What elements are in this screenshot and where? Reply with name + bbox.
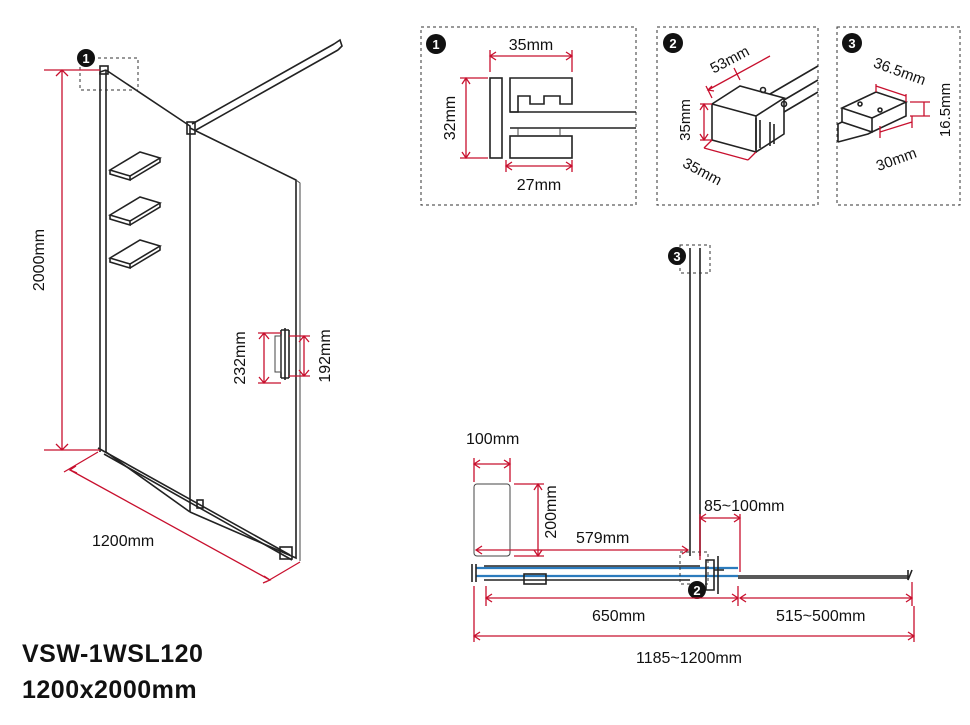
opening-label: 515~500mm [776,608,865,625]
handle-inner-dimension-label: 192mm [317,329,334,382]
detail2-bottom-label: 35mm [680,155,725,190]
badge-1-icon [426,34,446,54]
svg-text:3: 3 [848,36,855,51]
width-dimension-label: 1200mm [92,533,154,550]
svg-text:2: 2 [693,583,700,598]
perspective-view: 2000mm 1200mm 232mm 192mm 1 [31,38,343,584]
handle-outer-dimension-label: 232mm [232,331,249,384]
model-name: VSW-1WSL120 [22,640,204,668]
badge-3-icon [842,33,862,53]
detail2-left-label: 35mm [677,99,694,141]
badge-1-icon [77,49,95,67]
door-offset-label: 579mm [576,530,629,547]
door-handle [274,328,290,380]
plan-view: 3 2 100mm 200mm 579mm 85~100mm 650mm 515… [466,244,916,667]
detail3-bottom-label: 30mm [874,145,919,175]
detail-2-clamp: 2 53mm 35mm 35mm [656,26,819,206]
detail1-top-label: 35mm [509,37,553,54]
svg-text:1: 1 [432,37,439,52]
bar-range-label: 85~100mm [704,498,785,515]
detail1-bottom-label: 27mm [517,177,561,194]
fixed-width-label: 650mm [592,608,645,625]
shelf-depth-label: 200mm [543,485,560,538]
detail-callout-box [79,57,139,91]
badge-2-icon [688,581,706,599]
svg-text:2: 2 [669,36,676,51]
detail2-top-label: 53mm [707,43,752,78]
badge-1-number: 1 [82,51,89,66]
detail-1-profile: 1 35mm 32mm 27mm [420,26,637,206]
detail1-left-label: 32mm [442,96,459,140]
shelves [108,151,162,270]
badge-2-icon [663,33,683,53]
product-size: 1200x2000mm [22,676,198,704]
shelf-width-label: 100mm [466,431,519,448]
detail3-right-label: 16.5mm [937,83,954,137]
total-width-label: 1185~1200mm [636,650,742,667]
badge-3-icon [668,247,686,265]
svg-text:3: 3 [673,249,680,264]
height-dimension-label: 2000mm [31,229,48,291]
detail-3-bar-end: 3 36.5mm 16.5mm 30mm [836,26,961,206]
detail3-top-label: 36.5mm [871,55,928,90]
